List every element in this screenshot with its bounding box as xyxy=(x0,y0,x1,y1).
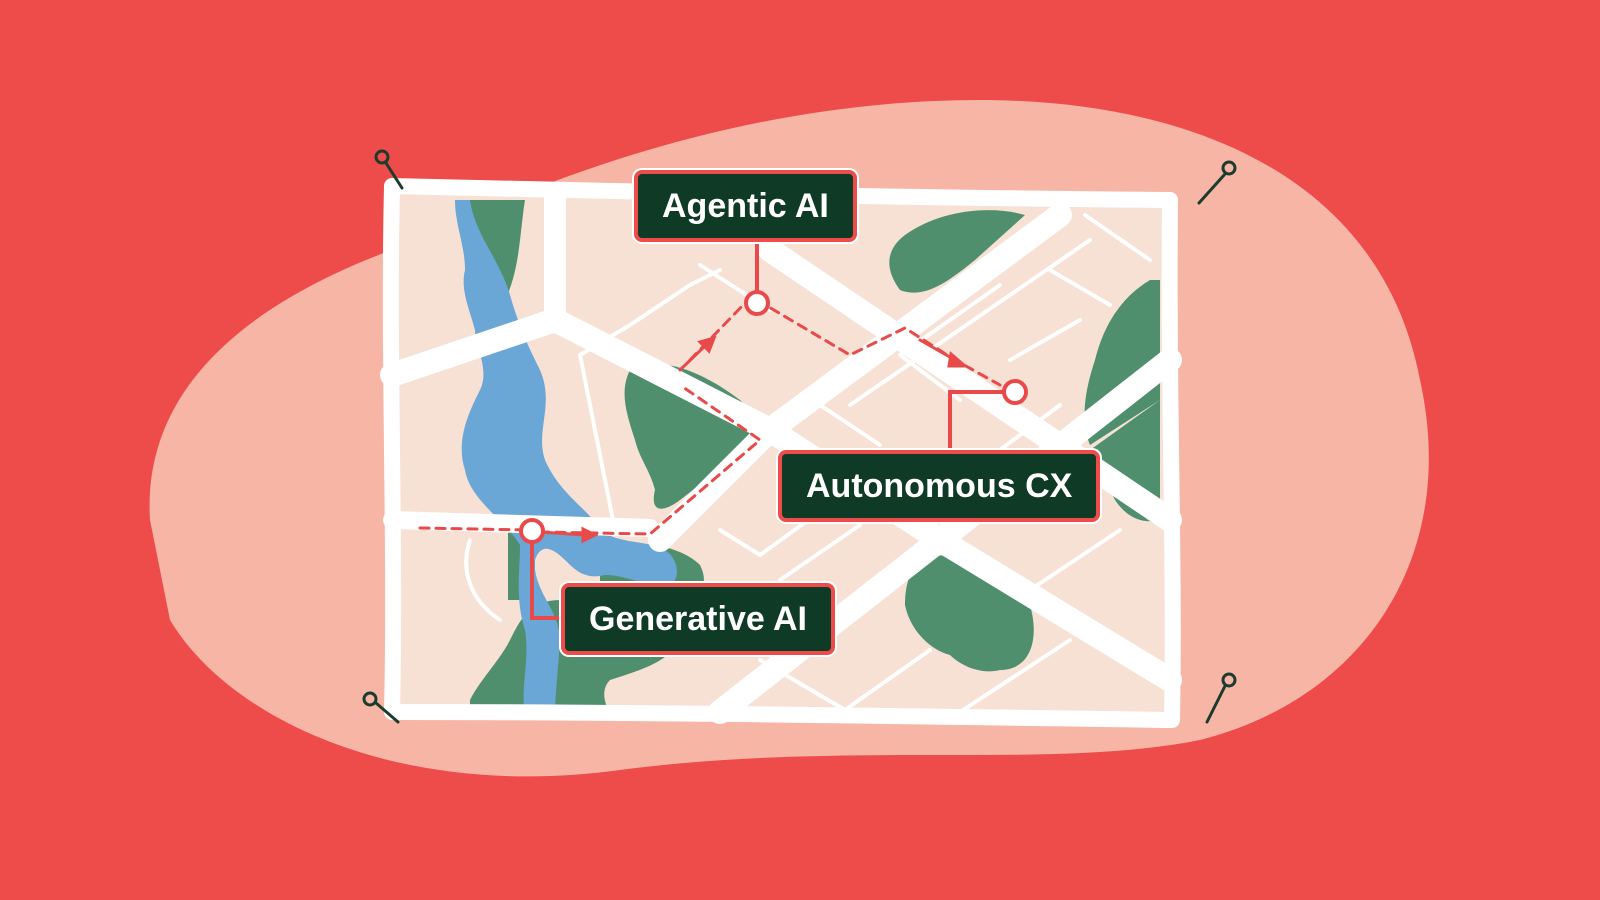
marker-generative-icon xyxy=(519,518,545,544)
route-path xyxy=(418,298,1002,536)
route-markers xyxy=(519,290,1028,544)
arrow-icon xyxy=(947,351,970,368)
pushpin-icon xyxy=(1197,160,1237,205)
pushpin-icon xyxy=(374,149,404,190)
marker-autonomous-icon xyxy=(1002,379,1028,405)
arrow-icon xyxy=(697,335,717,354)
marker-agentic-icon xyxy=(744,290,770,316)
pushpin-icon xyxy=(1205,672,1237,724)
pushpin-icon xyxy=(362,691,400,724)
pins xyxy=(362,149,1237,724)
arrow-icon xyxy=(581,526,599,544)
label-generative-ai: Generative AI xyxy=(561,583,835,655)
label-autonomous-cx: Autonomous CX xyxy=(778,450,1101,522)
label-agentic-ai: Agentic AI xyxy=(634,170,857,242)
map-border xyxy=(382,178,1181,728)
label-connectors xyxy=(530,240,1010,620)
route-arrows xyxy=(538,335,970,544)
